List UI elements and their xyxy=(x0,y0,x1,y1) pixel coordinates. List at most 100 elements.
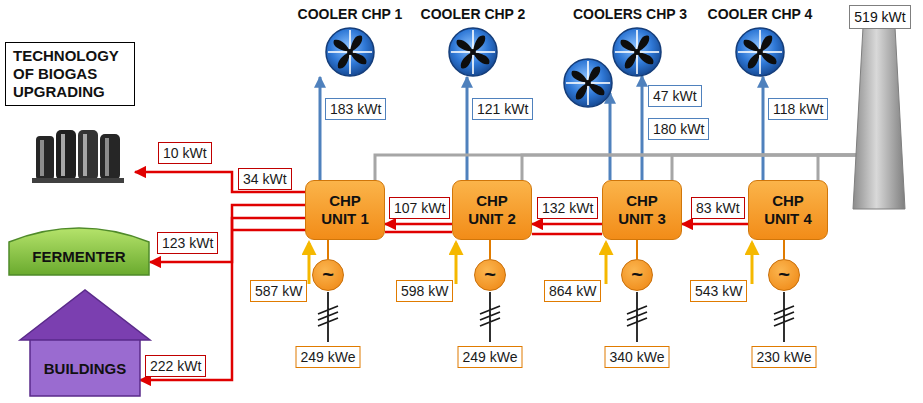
cooler-fans: COOLERS CHP 3 xyxy=(555,5,705,108)
chp-unit-box: CHP UNIT 1 xyxy=(305,180,385,240)
tank-highlight xyxy=(83,134,87,176)
fan-ray xyxy=(587,83,589,105)
tank xyxy=(36,136,54,180)
heat-line xyxy=(532,233,602,236)
fan-blade xyxy=(636,47,656,67)
chimney: 519 kWt xyxy=(845,5,915,210)
cooling-line xyxy=(609,93,612,180)
cooling-line xyxy=(319,77,322,180)
fan-blade xyxy=(587,78,607,98)
tank-highlight xyxy=(61,134,65,176)
generator-circle: ~ xyxy=(312,259,344,291)
ac-symbol: ~ xyxy=(484,264,496,284)
fan-ray xyxy=(760,51,782,53)
flow-value: 123 kWt xyxy=(157,232,218,254)
house-body xyxy=(30,336,140,396)
heat-flow-line xyxy=(532,223,602,226)
fan-ray xyxy=(472,52,474,74)
chp-unit-box: CHP UNIT 3 xyxy=(602,180,682,240)
tank-highlight xyxy=(105,138,109,176)
fan-symbol xyxy=(449,28,497,76)
electric-output-value: 249 kWe xyxy=(296,346,361,368)
fan-ray xyxy=(636,30,638,52)
node-label: CHP UNIT 2 xyxy=(465,192,519,228)
ac-symbol: ~ xyxy=(322,264,334,284)
node-label: CHP UNIT 4 xyxy=(761,192,815,228)
fan-ray xyxy=(587,61,589,83)
exhaust-line xyxy=(818,155,859,180)
shaft-line xyxy=(636,240,638,259)
fuel-input-value: 864 kW xyxy=(544,280,601,302)
fan-blade xyxy=(335,51,355,71)
fuel-input-value: 543 kW xyxy=(690,280,747,302)
cooler-fan: COOLER CHP 2 xyxy=(413,5,533,77)
fan-ray xyxy=(451,51,473,53)
fan-blade xyxy=(573,82,593,102)
cooler-fan: COOLER CHP 4 xyxy=(700,5,820,77)
node-shape xyxy=(290,5,410,77)
electric-output-value: 230 kWe xyxy=(752,346,817,368)
node-shape xyxy=(8,222,150,276)
chimney-stack xyxy=(853,27,905,209)
ac-symbol: ~ xyxy=(778,264,790,284)
tank xyxy=(100,134,120,180)
tank xyxy=(56,130,76,180)
fan-ray xyxy=(349,30,351,52)
tank xyxy=(78,130,98,180)
three-phase-wire xyxy=(318,292,338,342)
fan-ray xyxy=(350,51,372,53)
electric-output-value: 249 kWe xyxy=(458,346,523,368)
cooling-line xyxy=(641,76,644,180)
fuel-input-value: 587 kW xyxy=(250,280,307,302)
fuel-arrows xyxy=(309,243,752,284)
fuel-arrow xyxy=(751,243,754,284)
cooler-fan: COOLER CHP 1 xyxy=(290,5,410,77)
fan-ray xyxy=(636,52,638,74)
fan-hub xyxy=(470,49,476,55)
fan-symbol xyxy=(326,28,374,76)
node-label: BUILDINGS xyxy=(44,360,127,378)
fan-ray xyxy=(472,30,474,52)
fan-blade xyxy=(745,51,765,71)
heat-line xyxy=(232,229,305,232)
flow-value: 10 kWt xyxy=(158,142,212,164)
fan-ray xyxy=(328,51,350,53)
tank-highlight xyxy=(40,140,44,176)
fan-blade xyxy=(332,37,352,57)
upgrading-box: TECHNOLOGY OF BIOGAS UPGRADING xyxy=(5,42,135,185)
output-wires xyxy=(318,292,794,342)
buildings-house: BUILDINGS xyxy=(20,288,150,398)
node-label: COOLER CHP 2 xyxy=(413,5,533,23)
heat-flow-line xyxy=(135,172,305,192)
upgrading-equipment-icon xyxy=(32,130,124,183)
fuel-arrow xyxy=(605,243,608,284)
generator-circle: ~ xyxy=(768,259,800,291)
equipment-base xyxy=(32,178,124,183)
fuel-arrow xyxy=(308,243,311,284)
fuel-arrow xyxy=(455,243,458,284)
flow-value: 118 kWt xyxy=(768,98,828,120)
exhaust-line xyxy=(375,155,859,180)
three-phase-wire xyxy=(627,292,647,342)
exhaust-line xyxy=(672,155,859,180)
fan-ray xyxy=(473,51,495,53)
fan-housing xyxy=(326,28,374,76)
flow-value: 121 kWt xyxy=(472,98,533,120)
fan-blade xyxy=(622,51,642,71)
fan-blade xyxy=(570,68,590,88)
node-label: TECHNOLOGY OF BIOGAS UPGRADING xyxy=(5,42,135,106)
flow-value: 107 kWt xyxy=(389,197,450,219)
fan-blade xyxy=(619,37,639,57)
node-label: CHP UNIT 3 xyxy=(615,192,669,228)
node-label: COOLERS CHP 3 xyxy=(555,5,705,23)
electric-output-value: 340 kWe xyxy=(605,346,670,368)
fan-blade xyxy=(583,65,603,85)
heat-flow-line xyxy=(150,205,305,262)
heat-flow-line xyxy=(140,218,305,380)
fuel-input-value: 598 kW xyxy=(396,280,453,302)
fan-ray xyxy=(566,82,588,84)
fan-blade xyxy=(468,34,488,54)
fan-housing xyxy=(736,28,784,76)
fan-blade xyxy=(742,37,762,57)
